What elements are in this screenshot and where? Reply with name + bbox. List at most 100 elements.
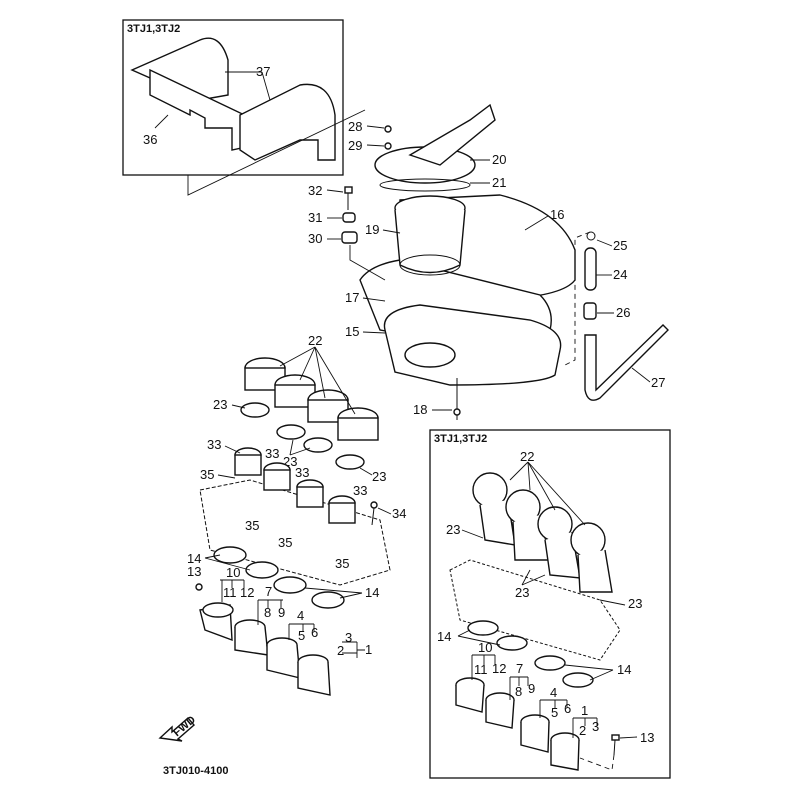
callout-7-inset: 7 <box>516 661 523 676</box>
bracket-7-inset <box>509 676 529 700</box>
callout-25: 25 <box>613 238 627 253</box>
inset-top: 3TJ1,3TJ2 36 37 <box>122 19 344 176</box>
washer-29[interactable] <box>384 142 392 150</box>
callout-35b: 35 <box>245 518 259 533</box>
callout-1: 1 <box>365 642 372 657</box>
callout-21: 21 <box>492 175 506 190</box>
leader-29 <box>366 144 385 147</box>
clip-25[interactable] <box>586 231 596 241</box>
air-intake-cover-20[interactable] <box>374 103 496 184</box>
bracket-1-inset <box>572 717 598 738</box>
callout-26: 26 <box>616 305 630 320</box>
elbow-joints-22[interactable] <box>472 472 613 593</box>
callout-9: 9 <box>278 605 285 620</box>
air-filter-element-19[interactable] <box>394 195 466 276</box>
leader-13-inset <box>619 736 638 739</box>
inset-bottom-variant-label: 3TJ1,3TJ2 <box>434 433 487 445</box>
carburetor-bodies[interactable] <box>199 447 391 586</box>
carburetor-joints-22[interactable] <box>244 357 379 441</box>
hose-24[interactable] <box>584 247 597 291</box>
leader-15 <box>362 331 386 334</box>
callout-13-left: 13 <box>187 564 201 579</box>
callout-14-inset-b: 14 <box>617 662 631 677</box>
clamps-14-left[interactable] <box>213 546 345 609</box>
callout-37: 37 <box>256 64 270 79</box>
callout-22-inset: 22 <box>520 449 534 464</box>
screw-34[interactable] <box>370 501 378 526</box>
callout-23-inset-c: 23 <box>628 596 642 611</box>
callout-6-inset: 6 <box>564 701 571 716</box>
callout-14a: 14 <box>187 551 201 566</box>
leader-19 <box>382 229 401 234</box>
callout-24: 24 <box>613 267 627 282</box>
collar-31[interactable] <box>342 212 356 223</box>
callout-27: 27 <box>651 375 665 390</box>
callout-11-inset: 11 <box>474 662 488 677</box>
leader-28 <box>366 125 385 129</box>
leader-34 <box>377 507 392 515</box>
screw-28[interactable] <box>384 125 392 133</box>
leader-14-inset-a <box>457 629 501 646</box>
inset-bottom: 3TJ1,3TJ2 22 23 23 23 14 14 <box>429 429 671 779</box>
callout-31: 31 <box>308 210 322 225</box>
grommet-link-line <box>349 245 386 281</box>
callout-35a: 35 <box>200 467 214 482</box>
screw-18[interactable] <box>453 408 461 416</box>
callout-10: 10 <box>226 565 240 580</box>
leader-23a <box>231 404 246 409</box>
clamps-14-inset[interactable] <box>467 620 594 688</box>
intake-manifolds-inset[interactable] <box>455 677 580 771</box>
air-cleaner-lower-case-15[interactable] <box>383 304 562 386</box>
inset-top-frame <box>122 19 344 176</box>
callout-33d: 33 <box>353 483 367 498</box>
bracket-1 <box>342 641 365 658</box>
bolt-13-inset[interactable] <box>611 734 620 756</box>
callout-33c: 33 <box>295 465 309 480</box>
leader-23c <box>359 467 373 476</box>
callout-3-inset: 3 <box>592 719 599 734</box>
callout-33a: 33 <box>207 437 221 452</box>
intake-manifolds[interactable] <box>199 602 331 696</box>
callout-6: 6 <box>311 625 318 640</box>
leader-33a <box>224 445 241 454</box>
leader-27 <box>631 367 651 383</box>
check-valve-26[interactable] <box>583 302 597 320</box>
callout-28: 28 <box>348 119 362 134</box>
callout-1-inset: 1 <box>581 703 588 718</box>
bracket-10 <box>220 579 245 602</box>
callout-29: 29 <box>348 138 362 153</box>
leader-36 <box>154 114 169 129</box>
callout-30: 30 <box>308 231 322 246</box>
grommet-30[interactable] <box>341 231 358 244</box>
bracket-10-inset <box>471 654 496 680</box>
callout-23-inset-a: 23 <box>446 522 460 537</box>
leader-35a <box>217 474 236 479</box>
gasket-21[interactable] <box>379 178 471 192</box>
callout-3: 3 <box>345 630 352 645</box>
callout-2: 2 <box>337 643 344 658</box>
leader-17 <box>362 297 386 302</box>
callout-12-inset: 12 <box>492 661 506 676</box>
leader-23b <box>289 439 311 456</box>
leader-14b <box>304 587 363 599</box>
clamps-23[interactable] <box>240 402 365 470</box>
callout-23c: 23 <box>372 469 386 484</box>
inset-top-link-line <box>187 109 366 196</box>
hose-27[interactable] <box>584 324 669 401</box>
bracket-4-inset <box>539 699 568 718</box>
leader-14-inset-b <box>564 664 614 681</box>
callout-20: 20 <box>492 152 506 167</box>
callout-2-inset: 2 <box>579 723 586 738</box>
callout-8: 8 <box>264 605 271 620</box>
callout-14-inset-a: 14 <box>437 629 451 644</box>
catalog-code: 3TJ010-4100 <box>163 765 228 777</box>
callout-15: 15 <box>345 324 359 339</box>
bolt-13-left[interactable] <box>195 583 203 591</box>
bolt-32[interactable] <box>344 186 353 210</box>
callout-35c: 35 <box>278 535 292 550</box>
carburetor-bodies-inset[interactable] <box>449 559 621 661</box>
callout-9-inset: 9 <box>528 681 535 696</box>
leader-22-inset <box>509 461 586 526</box>
leader-32 <box>326 189 344 193</box>
duct-cover-36[interactable] <box>130 37 336 161</box>
